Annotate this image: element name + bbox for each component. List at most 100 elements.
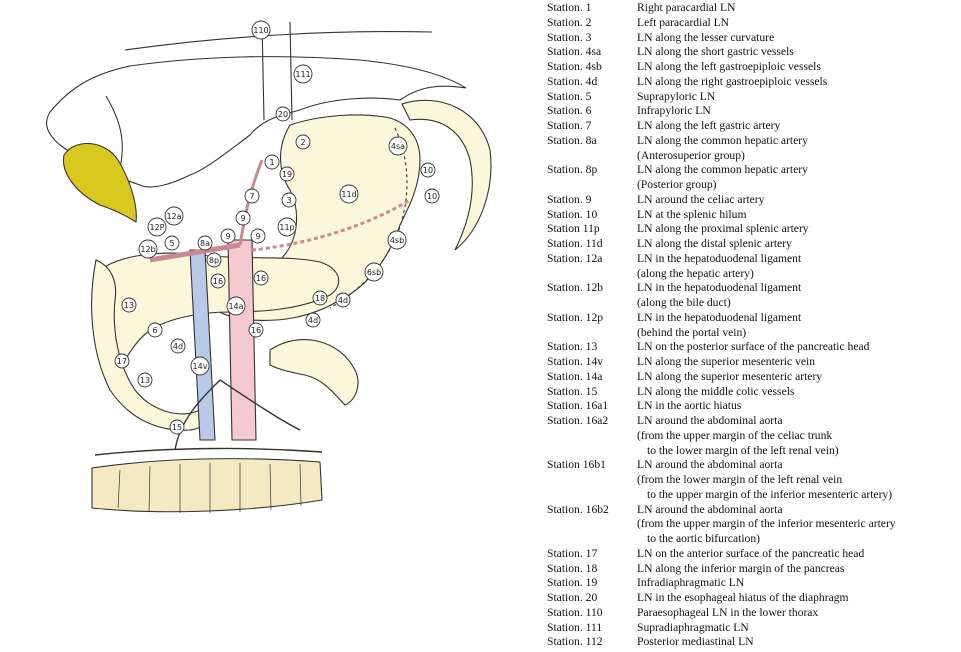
legend-description: Posterior mediastinal LN bbox=[637, 635, 754, 649]
legend-station: Station. 111 bbox=[547, 620, 603, 634]
node-label: 3 bbox=[286, 196, 291, 205]
legend-continuation: (Anterosuperior group) bbox=[637, 148, 745, 162]
legend-continuation: (from the lower margin of the left renal… bbox=[637, 473, 843, 486]
node-circle bbox=[251, 20, 271, 40]
legend-description: LN in the hepatoduodenal ligament bbox=[637, 281, 802, 295]
legend-station: Station. 12p bbox=[547, 310, 604, 324]
legend-station: Station. 3 bbox=[547, 30, 592, 44]
node-circle bbox=[339, 184, 359, 204]
legend-description: Infradiaphragmatic LN bbox=[637, 576, 745, 590]
spleen-outline bbox=[401, 99, 492, 251]
node-label: 4sa bbox=[391, 142, 405, 151]
node-circle bbox=[253, 270, 269, 286]
jejunum-loop bbox=[269, 339, 359, 406]
node-label: 13 bbox=[124, 301, 134, 310]
legend-description: LN around the abdominal aorta bbox=[637, 458, 783, 472]
legend-description: LN along the left gastric artery bbox=[637, 119, 781, 132]
node-label: 13 bbox=[140, 376, 150, 385]
colon-haustra bbox=[117, 463, 302, 513]
node-label: 110 bbox=[253, 26, 268, 35]
legend-description: LN on the posterior surface of the pancr… bbox=[637, 340, 870, 354]
legend-station: Station. 16b2 bbox=[547, 502, 609, 516]
node-circle bbox=[138, 239, 158, 259]
node-circle bbox=[226, 296, 246, 316]
node-station-8a: 8a bbox=[197, 235, 213, 251]
node-label: 11p bbox=[279, 223, 294, 232]
node-circle bbox=[164, 206, 184, 226]
node-label: 16 bbox=[213, 277, 223, 286]
legend-description: LN on the anterior surface of the pancre… bbox=[637, 546, 865, 560]
node-station-4d-b: 4d bbox=[305, 312, 321, 328]
legend-station: Station. 4sa bbox=[547, 45, 602, 59]
node-circle bbox=[114, 353, 130, 369]
legend-description: Right paracardial LN bbox=[637, 1, 736, 14]
node-label: 1 bbox=[269, 158, 274, 167]
node-label: 19 bbox=[282, 170, 292, 179]
node-label: 5 bbox=[169, 239, 174, 248]
legend-station: Station. 14v bbox=[547, 355, 604, 368]
legend-station: Station. 2 bbox=[547, 15, 592, 29]
node-station-13-a: 13 bbox=[121, 297, 137, 313]
gallbladder bbox=[62, 142, 137, 223]
legend-row: Station. 5 Suprapyloric LN bbox=[547, 90, 959, 105]
node-circle bbox=[250, 228, 266, 244]
legend-continuation: (along the bile duct) bbox=[637, 296, 731, 309]
legend-description: LN along the inferior margin of the panc… bbox=[637, 561, 845, 575]
node-label: 8a bbox=[200, 239, 210, 248]
node-label: 14a bbox=[228, 302, 243, 311]
node-station-16-a: 16 bbox=[210, 273, 226, 289]
legend-station: Station. 12a bbox=[547, 251, 603, 265]
legend-description: LN along the right gastroepiploic vessel… bbox=[637, 74, 828, 88]
node-label: 16 bbox=[251, 326, 261, 335]
node-station-6: 6 bbox=[147, 322, 163, 338]
node-label: 10 bbox=[423, 166, 433, 175]
node-circle bbox=[147, 217, 167, 237]
node-label: 16 bbox=[256, 274, 266, 283]
node-circle bbox=[335, 292, 351, 308]
node-station-12a: 12a bbox=[164, 206, 184, 226]
legend-description: LN around the abdominal aorta bbox=[637, 502, 783, 516]
node-station-11p: 11p bbox=[277, 217, 297, 237]
legend-station: Station. 5 bbox=[547, 89, 592, 103]
node-circle bbox=[147, 322, 163, 338]
node-station-13-b: 13 bbox=[137, 372, 153, 388]
liver-outline bbox=[46, 56, 467, 188]
node-station-4sa: 4sa bbox=[388, 136, 408, 156]
node-station-19: 19 bbox=[279, 166, 295, 182]
legend-row: Station. 12a LN in the hepatoduodenal lig… bbox=[547, 252, 959, 267]
node-station-12p: 12P bbox=[147, 217, 167, 237]
legend-station: Station. 16a1 bbox=[547, 399, 609, 413]
node-station-5: 5 bbox=[164, 235, 180, 251]
legend-description: Suprapyloric LN bbox=[637, 89, 716, 103]
node-label: 4sb bbox=[390, 236, 404, 245]
legend-description: LN in the hepatoduodenal ligament bbox=[637, 251, 802, 265]
legend-station: Station. 10 bbox=[547, 207, 598, 221]
node-circle bbox=[235, 210, 251, 226]
node-station-16-b: 16 bbox=[253, 270, 269, 286]
legend-station: Station. 20 bbox=[547, 591, 598, 604]
legend-station: Station 11p bbox=[547, 222, 600, 236]
legend-continuation: to the upper margin of the inferior mese… bbox=[647, 487, 893, 501]
node-circle bbox=[244, 188, 260, 204]
legend-description: LN along the short gastric vessels bbox=[637, 45, 794, 59]
legend-description: LN at the splenic hilum bbox=[637, 207, 747, 221]
legend-station: Station. 16a2 bbox=[547, 414, 609, 427]
node-label: 15 bbox=[172, 423, 182, 432]
node-station-4sb-lower: 6sb bbox=[364, 262, 384, 282]
node-station-9-b: 9 bbox=[220, 228, 236, 244]
legend-description: LN along the middle colic vessels bbox=[637, 384, 795, 398]
